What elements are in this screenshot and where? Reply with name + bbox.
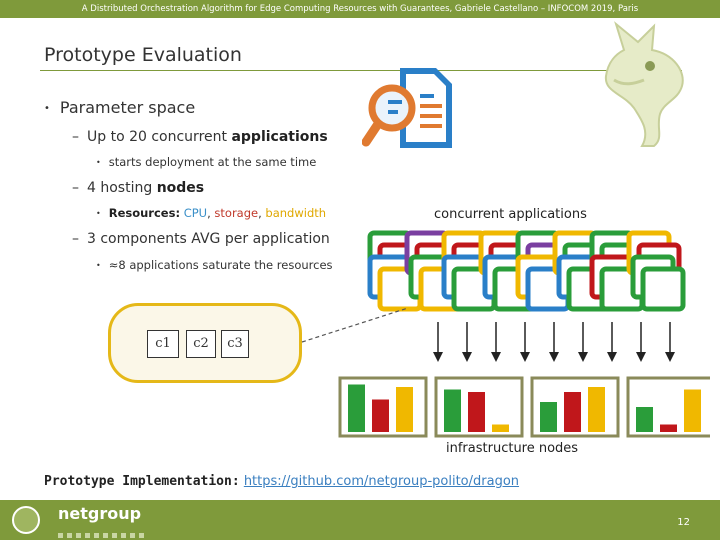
footer-squares-icon [58, 523, 148, 540]
resource-bar [372, 399, 389, 432]
resource-bar [540, 402, 557, 432]
repository-link[interactable]: https://github.com/netgroup-polito/drago… [243, 474, 520, 489]
resource-bar [468, 392, 485, 432]
netgroup-logo: netgroup [58, 504, 142, 523]
caption-infrastructure-nodes: infrastructure nodes [446, 441, 579, 456]
component-c3: c3 [221, 330, 249, 358]
caption-concurrent-applications: concurrent applications [434, 207, 587, 222]
infrastructure-diagram [301, 307, 710, 438]
subsub-bullet-saturate: •≈8 applications saturate the resources [96, 258, 333, 272]
application-box [640, 266, 686, 312]
resource-bar [684, 389, 701, 432]
resource-bar [660, 424, 677, 432]
component-c2: c2 [186, 330, 216, 358]
infrastructure-node [626, 376, 710, 438]
resource-bar [588, 387, 605, 432]
resource-bar [636, 407, 653, 432]
down-arrow-icon [549, 352, 559, 362]
document-search-icon [362, 68, 452, 148]
subsub-bullet-resources: •Resources: CPU, storage, bandwidth [96, 206, 327, 220]
slide-title: Prototype Evaluation [44, 44, 242, 66]
resource-bar [348, 384, 365, 432]
resource-bar [444, 389, 461, 432]
component-c1: c1 [147, 330, 179, 358]
sub-bullet-components: –3 components AVG per application [72, 231, 330, 247]
resource-bar [564, 392, 581, 432]
bullet-text: Parameter space [59, 98, 196, 117]
down-arrow-icon [433, 352, 443, 362]
infrastructure-node [434, 376, 524, 438]
resource-bar [396, 387, 413, 432]
sub-bullet-nodes: –4 hosting nodes [72, 180, 205, 196]
down-arrow-icon [578, 352, 588, 362]
page-number: 12 [677, 517, 690, 528]
subsub-bullet-deployment: •starts deployment at the same time [96, 155, 317, 169]
university-seal-icon [12, 506, 40, 534]
implementation-line: Prototype Implementation: https://github… [44, 474, 520, 489]
applications-grid [367, 230, 686, 312]
down-arrow-icon [462, 352, 472, 362]
dashed-connector [301, 307, 409, 343]
down-arrow-icon [636, 352, 646, 362]
infrastructure-node [530, 376, 620, 438]
bullet-parameter-space: • Parameter space [44, 98, 195, 117]
down-arrow-icon [491, 352, 501, 362]
sub-bullet-applications: –Up to 20 concurrent applications [72, 129, 328, 145]
down-arrow-icon [607, 352, 617, 362]
footer-bar: netgroup [0, 500, 720, 540]
dragon-logo-icon [604, 21, 684, 147]
title-divider [40, 70, 682, 71]
infrastructure-node [338, 376, 428, 438]
header-banner: A Distributed Orchestration Algorithm fo… [0, 0, 720, 18]
down-arrow-icon [665, 352, 675, 362]
down-arrow-icon [520, 352, 530, 362]
bullet-dot: • [44, 103, 50, 114]
resource-bar [492, 424, 509, 432]
